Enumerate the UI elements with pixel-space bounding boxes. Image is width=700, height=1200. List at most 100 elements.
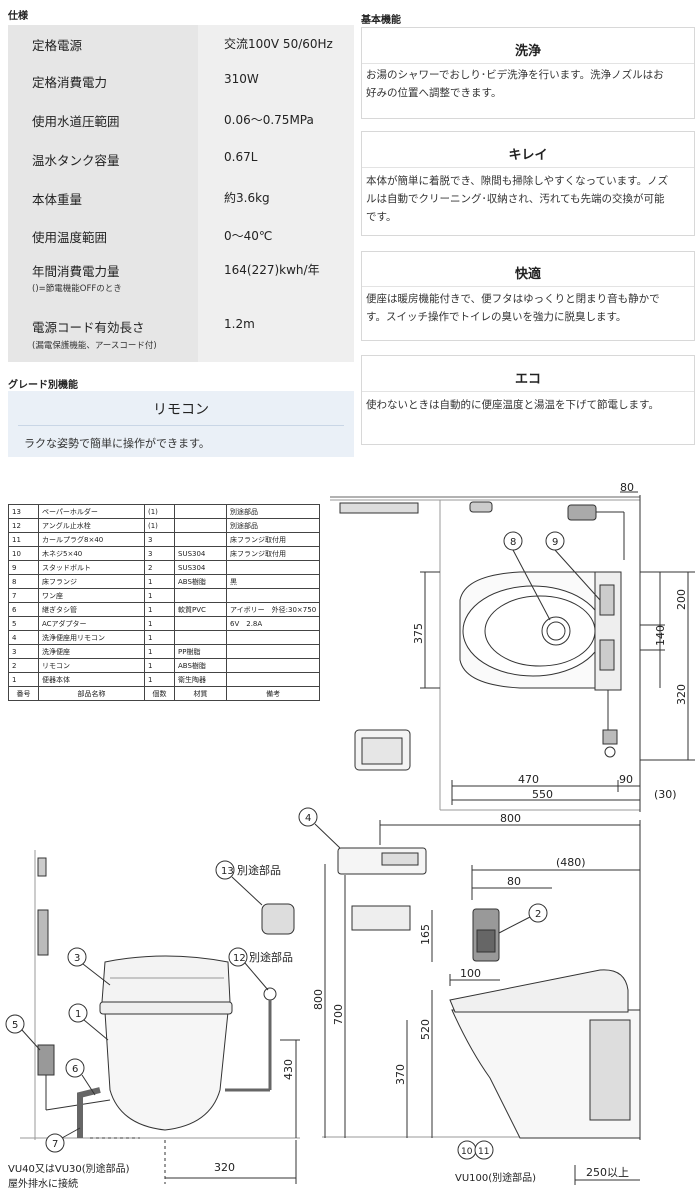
- dim-label: 80: [620, 481, 634, 494]
- callout-number: 8: [510, 537, 516, 548]
- callout-number: 7: [52, 1139, 58, 1150]
- spec-label: 年間消費電力量: [32, 264, 120, 279]
- callout-number: 6: [72, 1064, 78, 1075]
- feature-title: 洗浄: [514, 44, 541, 59]
- dim-label: 700: [332, 1004, 345, 1025]
- feature-desc-line: 好みの位置へ調整できます。: [366, 87, 502, 99]
- spec-sublabel: (漏電保護機能、アースコード付): [32, 341, 157, 351]
- side-view-labels: 4 2 800 (480) 80 165 100 800 700 520 370…: [305, 812, 629, 1184]
- callout-number: 5: [12, 1020, 18, 1031]
- spec-value: 0.06〜0.75MPa: [224, 113, 314, 127]
- grade-name: リモコン: [153, 402, 209, 418]
- feature-desc: 使わないときは自動的に便座温度と湯温を下げて節電します。: [366, 396, 690, 414]
- dim-label: 100: [460, 967, 481, 980]
- front-view: [5, 850, 300, 1184]
- dim-label: 320: [214, 1161, 235, 1174]
- grade-desc: ラクな姿勢で簡単に操作ができます。: [24, 437, 210, 450]
- spec-label: 定格消費電力: [32, 75, 108, 90]
- spec-row: 使用温度範囲 0〜40℃: [8, 215, 354, 252]
- spec-row: 温水タンク容量 0.67L: [8, 138, 354, 177]
- spec-row: 使用水道圧範囲 0.06〜0.75MPa: [8, 99, 354, 138]
- spec-row: 定格消費電力 310W: [8, 60, 354, 99]
- callout-number: 4: [305, 813, 311, 824]
- drain-note: VU40又はVU30(別途部品): [8, 1162, 130, 1175]
- dim-label: 320: [675, 684, 688, 705]
- feature-card: 快適 便座は暖房機能付きで、便フタはゆっくりと閉まり音も静かで す。スイッチ操作…: [361, 251, 695, 341]
- spec-row: 定格電源 交流100V 50/60Hz: [8, 25, 354, 60]
- dim-label: 165: [419, 924, 432, 945]
- spec-row: 本体重量 約3.6kg: [8, 177, 354, 215]
- dim-label: (480): [556, 856, 586, 869]
- feature-title: 快適: [514, 267, 541, 282]
- callout-number: 1: [75, 1009, 81, 1020]
- spec-value: 0〜40℃: [224, 229, 273, 243]
- feature-card: キレイ 本体が簡単に着脱でき、隙間も掃除しやすくなっています。ノズ ルは自動でク…: [361, 131, 695, 236]
- spec-value: 0.67L: [224, 150, 258, 164]
- spec-value: 164(227)kwh/年: [224, 263, 320, 277]
- dim-label: 470: [518, 773, 539, 786]
- side-view: [298, 807, 641, 1185]
- drain-note: VU100(別途部品): [455, 1171, 536, 1184]
- features-title: 基本機能: [361, 15, 401, 26]
- top-view-labels: 80 8 9 200 140 375 320 470 90 550 (30): [412, 481, 688, 801]
- parts-header-row: 番号部品名称個数材質備考: [8, 686, 321, 701]
- parts-header-cell: 材質: [174, 686, 227, 701]
- dim-label: 800: [500, 812, 521, 825]
- spec-title: 仕様: [8, 11, 28, 22]
- dim-label: 250以上: [586, 1166, 629, 1179]
- parts-header-cell: 番号: [8, 686, 39, 701]
- dim-label: 430: [282, 1059, 295, 1080]
- feature-desc-line: ルは自動でクリーニング･収納され、汚れても先端の交換が可能: [366, 193, 665, 205]
- dim-label: 90: [619, 773, 633, 786]
- feature-desc-line: 便座は暖房機能付きで、便フタはゆっくりと閉まり音も静かで: [366, 293, 660, 305]
- grade-title: グレード別機能: [8, 380, 78, 391]
- feature-card: エコ 使わないときは自動的に便座温度と湯温を下げて節電します。: [361, 355, 695, 445]
- callout-note: 別途部品: [237, 863, 281, 877]
- callout-note: 別途部品: [249, 950, 293, 964]
- feature-desc-line: 本体が簡単に着脱でき、隙間も掃除しやすくなっています。ノズ: [366, 175, 669, 187]
- feature-desc: 本体が簡単に着脱でき、隙間も掃除しやすくなっています。ノズ ルは自動でクリーニン…: [366, 172, 690, 226]
- feature-desc-line: お湯のシャワーでおしり･ビデ洗浄を行います。洗浄ノズルはお: [366, 69, 664, 81]
- front-view-labels: 13 別途部品 12 別途部品 3 1 5 6 7 430 320 VU40又は…: [8, 863, 295, 1190]
- dim-label: 550: [532, 788, 553, 801]
- spec-label: 電源コード有効長さ: [32, 320, 145, 335]
- spec-label: 使用水道圧範囲: [32, 114, 120, 129]
- parts-header-cell: 備考: [225, 686, 321, 701]
- callout-number: 10: [461, 1147, 473, 1157]
- spec-value: 約3.6kg: [224, 191, 270, 205]
- callout-number: 11: [478, 1147, 489, 1157]
- dim-label: 520: [419, 1019, 432, 1040]
- feature-desc: 便座は暖房機能付きで、便フタはゆっくりと閉まり音も静かで す。スイッチ操作でトイ…: [366, 290, 690, 326]
- spec-row: 年間消費電力量 ()=節電機能OFFのとき 164(227)kwh/年: [8, 252, 354, 303]
- spec-row: 電源コード有効長さ (漏電保護機能、アースコード付) 1.2m: [8, 303, 354, 362]
- spec-label: 温水タンク容量: [32, 153, 120, 168]
- dim-label: 370: [394, 1064, 407, 1085]
- callout-number: 9: [552, 537, 558, 548]
- spec-label: 使用温度範囲: [32, 230, 108, 245]
- feature-title: キレイ: [508, 148, 548, 163]
- feature-title: エコ: [514, 372, 541, 387]
- dim-label: (30): [654, 788, 677, 801]
- top-view: [330, 491, 695, 812]
- dim-label: 200: [675, 589, 688, 610]
- dim-label: 140: [654, 625, 667, 646]
- feature-desc-line: です。: [366, 211, 397, 223]
- spec-table: 定格電源 交流100V 50/60Hz 定格消費電力 310W 使用水道圧範囲 …: [8, 25, 354, 362]
- parts-header-cell: 部品名称: [38, 686, 145, 701]
- spec-value: 310W: [224, 72, 259, 86]
- callout-number: 2: [535, 909, 541, 920]
- spec-value: 1.2m: [224, 317, 255, 331]
- dim-label: 800: [312, 989, 325, 1010]
- spec-label: 本体重量: [32, 192, 83, 207]
- callout-number: 3: [74, 953, 80, 964]
